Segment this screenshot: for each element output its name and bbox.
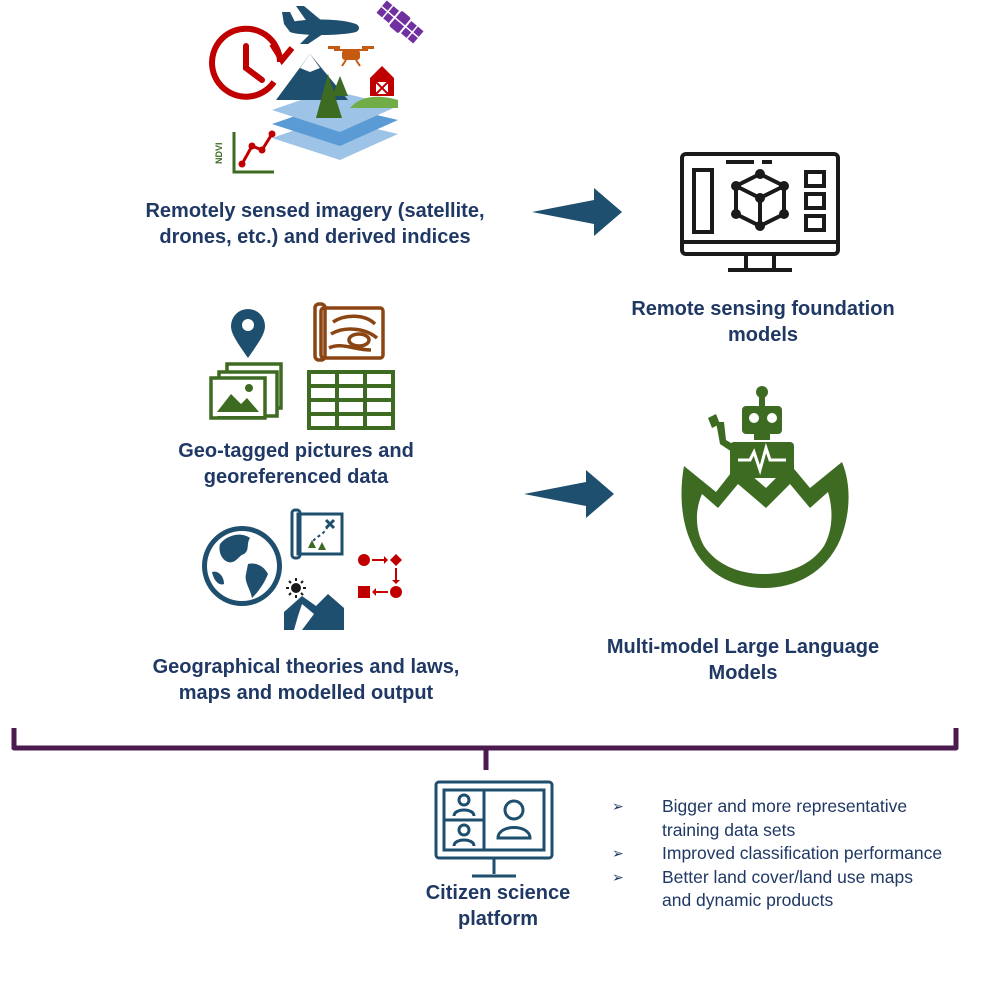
llm-label-line2: Models xyxy=(708,662,778,684)
arrow-to-llm xyxy=(524,470,614,518)
list-item: ➢ Bigger and more representative trainin… xyxy=(612,795,992,842)
geotagged-icon-cluster xyxy=(209,302,395,430)
ndvi-chart-icon: NDVI xyxy=(214,130,276,174)
foundation-label-line2: models xyxy=(727,324,799,346)
mountain-icon xyxy=(284,594,344,630)
list-item: ➢ Better land cover/land use maps and dy… xyxy=(612,866,992,913)
mountain-layers-icon xyxy=(272,54,398,160)
location-pin-icon xyxy=(231,309,265,358)
geotagged-label-line2: georeferenced data xyxy=(203,466,389,488)
citizen-label-line1: Citizen science xyxy=(425,882,571,904)
llm-label: Multi-model Large Language Models xyxy=(556,634,930,686)
sun-icon xyxy=(286,578,306,598)
photo-gallery-icon xyxy=(209,362,283,420)
table-grid-icon xyxy=(307,370,395,430)
geography-label-line2: maps and modelled output xyxy=(178,682,434,704)
outcome-text: Bigger and more representative training … xyxy=(662,796,908,840)
computer-network-icon xyxy=(680,152,840,272)
remote-imagery-label-line2: drones, etc.) and derived indices xyxy=(159,226,471,248)
clock-icon xyxy=(209,25,295,100)
airplane-icon xyxy=(282,6,359,44)
geotagged-label: Geo-tagged pictures and georeferenced da… xyxy=(106,438,486,490)
globe-icon xyxy=(202,526,282,606)
outcomes-list: ➢ Bigger and more representative trainin… xyxy=(612,795,992,913)
remote-imagery-label: Remotely sensed imagery (satellite, dron… xyxy=(100,198,530,250)
citizen-label: Citizen science platform xyxy=(398,880,598,932)
outcome-text: Better land cover/land use maps and dyna… xyxy=(662,866,913,911)
citizen-label-line2: platform xyxy=(458,908,538,930)
ndvi-label: NDVI xyxy=(214,142,224,164)
outcome-text: Improved classification performance xyxy=(662,843,943,863)
geotagged-label-line1: Geo-tagged pictures and xyxy=(178,440,414,462)
remote-imagery-label-line1: Remotely sensed imagery (satellite, xyxy=(145,200,485,222)
barn-icon xyxy=(370,66,394,96)
satellite-icon xyxy=(376,0,424,44)
llm-label-line1: Multi-model Large Language xyxy=(606,636,880,658)
bullet-arrow-icon: ➢ xyxy=(612,868,624,885)
geography-icon-cluster xyxy=(202,508,402,630)
arrow-to-foundation xyxy=(532,188,622,236)
bullet-arrow-icon: ➢ xyxy=(612,798,624,814)
drone-icon xyxy=(328,46,374,67)
geography-label-line1: Geographical theories and laws, xyxy=(152,656,460,678)
grouping-bracket xyxy=(11,728,959,770)
robot-egg-icon xyxy=(681,386,849,588)
treasure-map-icon xyxy=(290,508,344,560)
list-item: ➢ Improved classification performance xyxy=(612,842,992,866)
video-call-icon xyxy=(434,780,554,878)
scroll-map-icon xyxy=(313,302,385,362)
foundation-label-line1: Remote sensing foundation xyxy=(631,298,895,320)
geography-label: Geographical theories and laws, maps and… xyxy=(86,654,526,706)
foundation-label: Remote sensing foundation models xyxy=(560,296,966,348)
flow-diagram-icon xyxy=(358,554,402,598)
remote-imagery-icon-cluster: NDVI xyxy=(209,0,424,174)
bullet-arrow-icon: ➢ xyxy=(612,845,624,861)
